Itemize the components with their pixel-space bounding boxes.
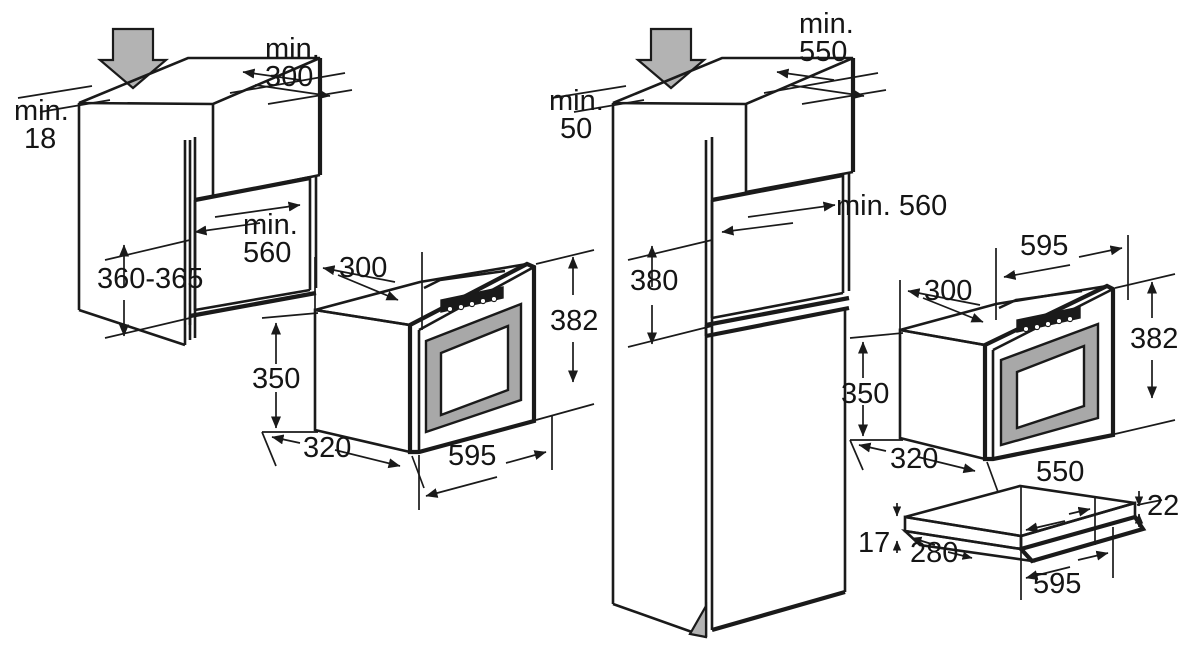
dim-300-arrows-left-oven [322, 265, 399, 301]
r-oven-door-window [1015, 344, 1086, 430]
dim-min560-arrows-middle [721, 201, 836, 236]
tall-bottom-right-slant [711, 589, 846, 633]
label-p-17: 17 [858, 527, 890, 559]
r-ext-382-top [1114, 273, 1176, 289]
r-ext-320-a [849, 439, 864, 471]
oven-control-knobs [446, 295, 498, 313]
dim-595-arrows-left [425, 450, 547, 498]
dim-min550-arrows [776, 68, 865, 100]
worktop-panel-group: 550 22 17 280 595 [858, 456, 1179, 600]
dim-min560-arrows [194, 201, 301, 236]
r-oven-front-frame [982, 283, 1116, 462]
r-ext-320-b [986, 461, 999, 493]
label-min300-line2: 300 [265, 61, 313, 93]
label-min560-inline: min. 560 [836, 190, 947, 222]
dim-320-arrows-left [271, 434, 401, 469]
dim-r300-arrows [907, 288, 984, 323]
r-oven-control-knobs [1022, 315, 1074, 333]
ext-line-360-top [104, 239, 191, 261]
niche-top-thick [194, 175, 311, 203]
left-cabinet-group: min. 300 min. 18 min. 560 360-365 [14, 27, 353, 347]
dim-r320-arrows [858, 442, 976, 474]
dim-r595-arrows [1003, 245, 1123, 280]
dim-p280-arrows [911, 536, 973, 560]
ext-320-b [411, 455, 425, 489]
label-left-oven-300: 300 [339, 252, 387, 284]
label-min560-line1: min. [243, 209, 298, 241]
tall-niche-bottom-thick [705, 295, 850, 328]
label-p-550: 550 [1036, 456, 1084, 488]
label-r-320: 320 [890, 443, 938, 475]
label-p-595: 595 [1033, 568, 1081, 600]
niche-bottom-slant [194, 288, 311, 312]
r-oven-control-panel [1016, 306, 1081, 333]
label-360-365: 360-365 [97, 263, 203, 295]
ext-line-top-right [229, 72, 346, 94]
tall-ext-top-right [763, 72, 879, 94]
label-left-oven-320: 320 [303, 432, 351, 464]
tall-niche-top-thick [711, 172, 844, 203]
tall-ext-top-left [551, 85, 627, 99]
ext-350-top [261, 312, 319, 319]
r-ext-350-top [849, 332, 904, 339]
label-min550-line2: 550 [799, 36, 847, 68]
label-left-oven-350: 350 [252, 363, 300, 395]
label-380: 380 [630, 265, 678, 297]
label-min300-line1: min. [265, 33, 320, 65]
oven-control-panel [440, 286, 504, 313]
ext-382-top [535, 249, 595, 265]
tall-ext-top-far-right [801, 89, 887, 105]
tall-niche-bottom-slant [711, 291, 844, 320]
oven-handle-bar [423, 269, 506, 290]
cabinet-bottom-left-slant [78, 308, 186, 347]
p-ext-22 [1136, 499, 1163, 506]
middle-cabinet-group: min. 550 min. 50 min. 560 380 [549, 8, 947, 639]
niche-bottom-thick [189, 290, 317, 319]
label-left-oven-595: 595 [448, 440, 496, 472]
r-ext-382-bot [1114, 419, 1176, 435]
dim-p550-arrows [1025, 506, 1091, 533]
label-min50-line1: min. [549, 85, 604, 117]
label-left-oven-382: 382 [550, 305, 598, 337]
dim-p595-arrows [1025, 550, 1109, 581]
label-min550-line1: min. [799, 8, 854, 40]
ext-320-a [261, 431, 277, 467]
r-oven-handle-bar [998, 289, 1083, 310]
panel-lip-right [1017, 514, 1147, 564]
label-r-595-top: 595 [1020, 230, 1068, 262]
dim-min300-arrows [242, 68, 331, 100]
label-min50-line2: 50 [560, 113, 592, 145]
tall-ext-380-bot [627, 325, 713, 348]
oven-door-window [439, 324, 510, 417]
tall-ext-top-left2 [573, 99, 645, 113]
tall-niche-shelf-under [705, 305, 850, 339]
label-r-300: 300 [924, 275, 972, 307]
label-r-350: 350 [841, 378, 889, 410]
label-min18-line2: 18 [24, 123, 56, 155]
label-min18-line1: min. [14, 95, 69, 127]
left-oven-group: 300 350 320 382 595 [252, 249, 598, 510]
oven-front-frame [407, 261, 537, 455]
tall-bottom-corner-fill [688, 601, 708, 639]
tall-ext-380-top [627, 239, 713, 261]
ext-line-top-far-right [267, 89, 353, 105]
ext-line-top-left2 [39, 99, 111, 113]
ext-line-top-left [17, 85, 93, 99]
label-min560-line2: 560 [243, 237, 291, 269]
right-oven-group: 595 300 350 320 382 [841, 230, 1178, 493]
ext-382-bot [535, 403, 595, 421]
label-p-280: 280 [910, 537, 958, 569]
label-r-382: 382 [1130, 323, 1178, 355]
label-p-22: 22 [1147, 490, 1179, 522]
